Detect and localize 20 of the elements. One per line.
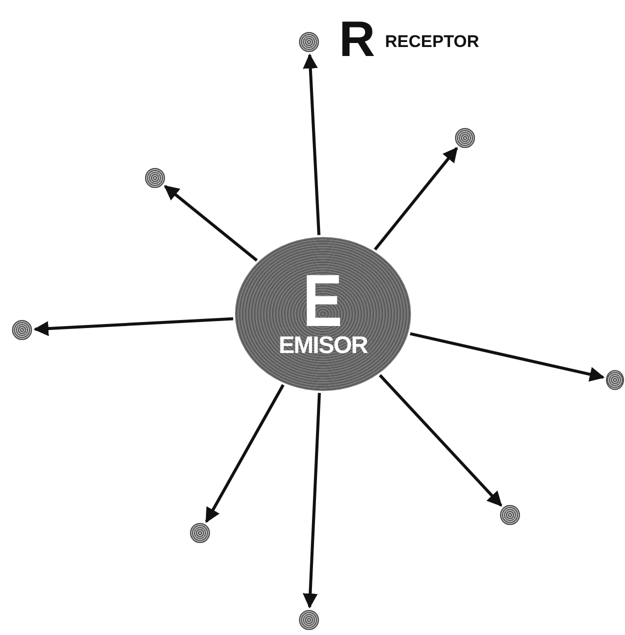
receptor-sphere [500,505,520,525]
arrow [205,384,285,523]
arrow [378,374,502,507]
arrow [302,53,320,236]
letter-label: R [339,14,376,64]
arrow [33,317,234,336]
receptor-sphere [299,610,319,630]
arrow [164,185,258,262]
node-label: EMISOR [278,333,368,359]
letter-label: E [303,269,343,333]
receptor-sphere [606,370,624,390]
receptor-sphere [190,523,210,543]
arrow [374,146,458,250]
receptor-sphere [455,128,475,148]
receptor-sphere [299,32,319,52]
receptor-sphere [145,168,165,188]
receptor-sphere [12,320,32,340]
arrow [302,392,321,608]
node-label: RECEPTOR [385,33,480,50]
arrow [410,332,605,382]
